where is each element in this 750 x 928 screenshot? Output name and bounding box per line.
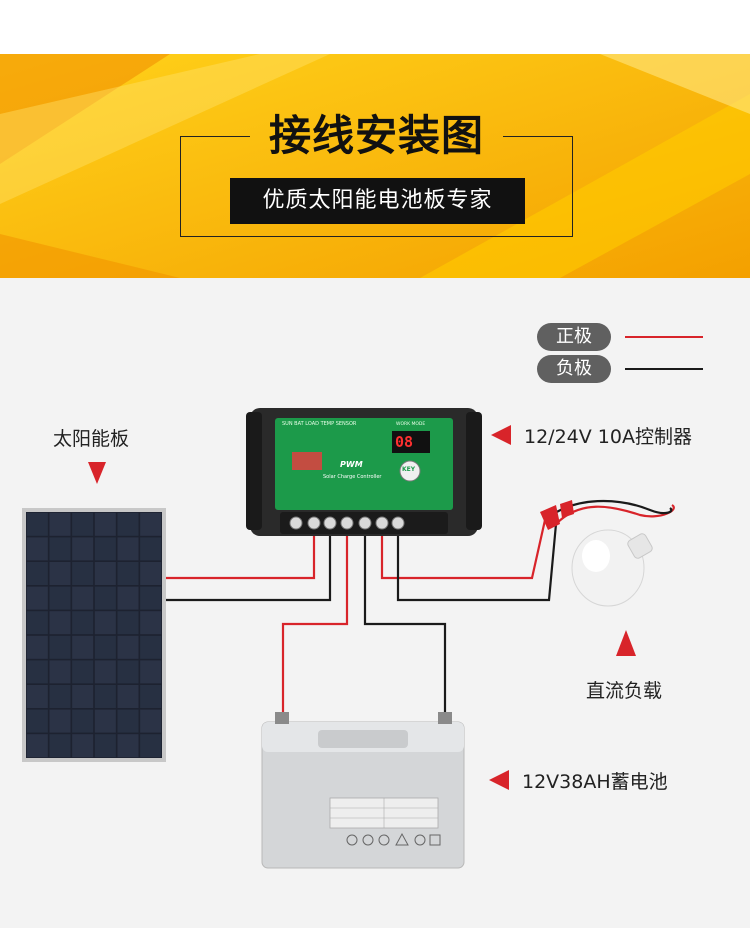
battery-device [261, 712, 465, 869]
solar-cell [72, 512, 94, 536]
page-title: 接线安装图 [268, 111, 484, 160]
solar-cell [72, 635, 94, 659]
solar-cell [72, 685, 94, 708]
arrow-up-icon [616, 630, 636, 656]
solar-cell [26, 562, 48, 585]
solar-cell [49, 586, 71, 610]
solar-cell [49, 512, 71, 536]
solar-cell [94, 512, 116, 536]
controller-key-button: KEY [402, 466, 416, 473]
solar-cell [94, 537, 116, 561]
solar-cell [49, 635, 71, 659]
controller-name-label: Solar Charge Controller [323, 474, 382, 480]
legend-negative-line [625, 368, 703, 370]
legend-positive-line [625, 336, 703, 338]
battery-label: 12V38AH蓄电池 [522, 771, 668, 793]
solar-cell [72, 562, 94, 585]
solar-cell [72, 611, 94, 635]
banner [0, 54, 750, 278]
solar-cell [117, 562, 139, 585]
solar-cell [49, 562, 71, 585]
solar-cell [94, 685, 116, 708]
solar-cell [140, 562, 162, 585]
solar-cell [49, 660, 71, 684]
solar-cell [117, 635, 139, 659]
solar-cell [140, 537, 162, 561]
solar-cell [140, 734, 162, 758]
solar-cell [94, 709, 116, 733]
solar-cell [94, 635, 116, 659]
solar-cell [26, 611, 48, 635]
legend-negative-label: 负极 [537, 355, 611, 383]
solar-cell [72, 660, 94, 684]
solar-cell [117, 611, 139, 635]
solar-cell [26, 660, 48, 684]
solar-cell [49, 734, 71, 758]
solar-cell [117, 512, 139, 536]
solar-cell [72, 709, 94, 733]
arrow-left-icon [491, 425, 511, 445]
solar-cell [140, 611, 162, 635]
solar-cell [94, 586, 116, 610]
solar-cell [26, 586, 48, 610]
controller-terminal [391, 516, 405, 530]
solar-cell [140, 512, 162, 536]
solar-cell [117, 660, 139, 684]
bulb-device [540, 500, 653, 607]
controller-terminal [289, 516, 303, 530]
controller-terminal [358, 516, 372, 530]
controller-device [246, 408, 482, 536]
title-frame-edge [503, 136, 573, 137]
solar-cell [49, 709, 71, 733]
title-frame-edge [180, 136, 250, 137]
solar-cell [140, 685, 162, 708]
solar-cell [26, 537, 48, 561]
solar-cell [49, 537, 71, 561]
solar-cell [26, 512, 48, 536]
solar-cell [117, 734, 139, 758]
solar-cell [49, 685, 71, 708]
solar-cell [140, 586, 162, 610]
load-label: 直流负载 [586, 680, 663, 702]
controller-terminal [375, 516, 389, 530]
solar-cell [140, 635, 162, 659]
solar-cell [94, 734, 116, 758]
solar-cell [94, 611, 116, 635]
solar-cell [94, 562, 116, 585]
solar-cell [94, 660, 116, 684]
controller-pwm-label: PWM [340, 460, 363, 469]
arrow-down-icon [88, 462, 106, 484]
solar-cell [140, 660, 162, 684]
solar-cell [72, 586, 94, 610]
solar-cell [72, 537, 94, 561]
title-frame [180, 136, 573, 237]
controller-mode-label: WORK MODE [396, 422, 426, 427]
legend-positive-label: 正极 [537, 323, 611, 351]
arrow-left-icon [489, 770, 509, 790]
page-subtitle: 优质太阳能电池板专家 [230, 178, 525, 224]
solar-cell [26, 685, 48, 708]
solar-cell [26, 734, 48, 758]
solar-cell [26, 709, 48, 733]
banner-background [0, 54, 750, 278]
wires [166, 499, 675, 720]
solar-cell [140, 709, 162, 733]
solar-cell [26, 635, 48, 659]
solar-cell [49, 611, 71, 635]
solar-panel-image [22, 508, 166, 762]
controller-display: 08 [395, 433, 414, 451]
controller-indicator-labels: SUN BAT LOAD TEMP SENSOR [282, 421, 357, 427]
solar-cell [117, 537, 139, 561]
solar-panel-label: 太阳能板 [53, 428, 130, 450]
solar-cell [117, 586, 139, 610]
controller-label: 12/24V 10A控制器 [524, 426, 692, 448]
controller-terminal [323, 516, 337, 530]
controller-terminal [307, 516, 321, 530]
solar-cell [117, 709, 139, 733]
solar-cell [72, 734, 94, 758]
solar-cell [117, 685, 139, 708]
controller-terminal [340, 516, 354, 530]
